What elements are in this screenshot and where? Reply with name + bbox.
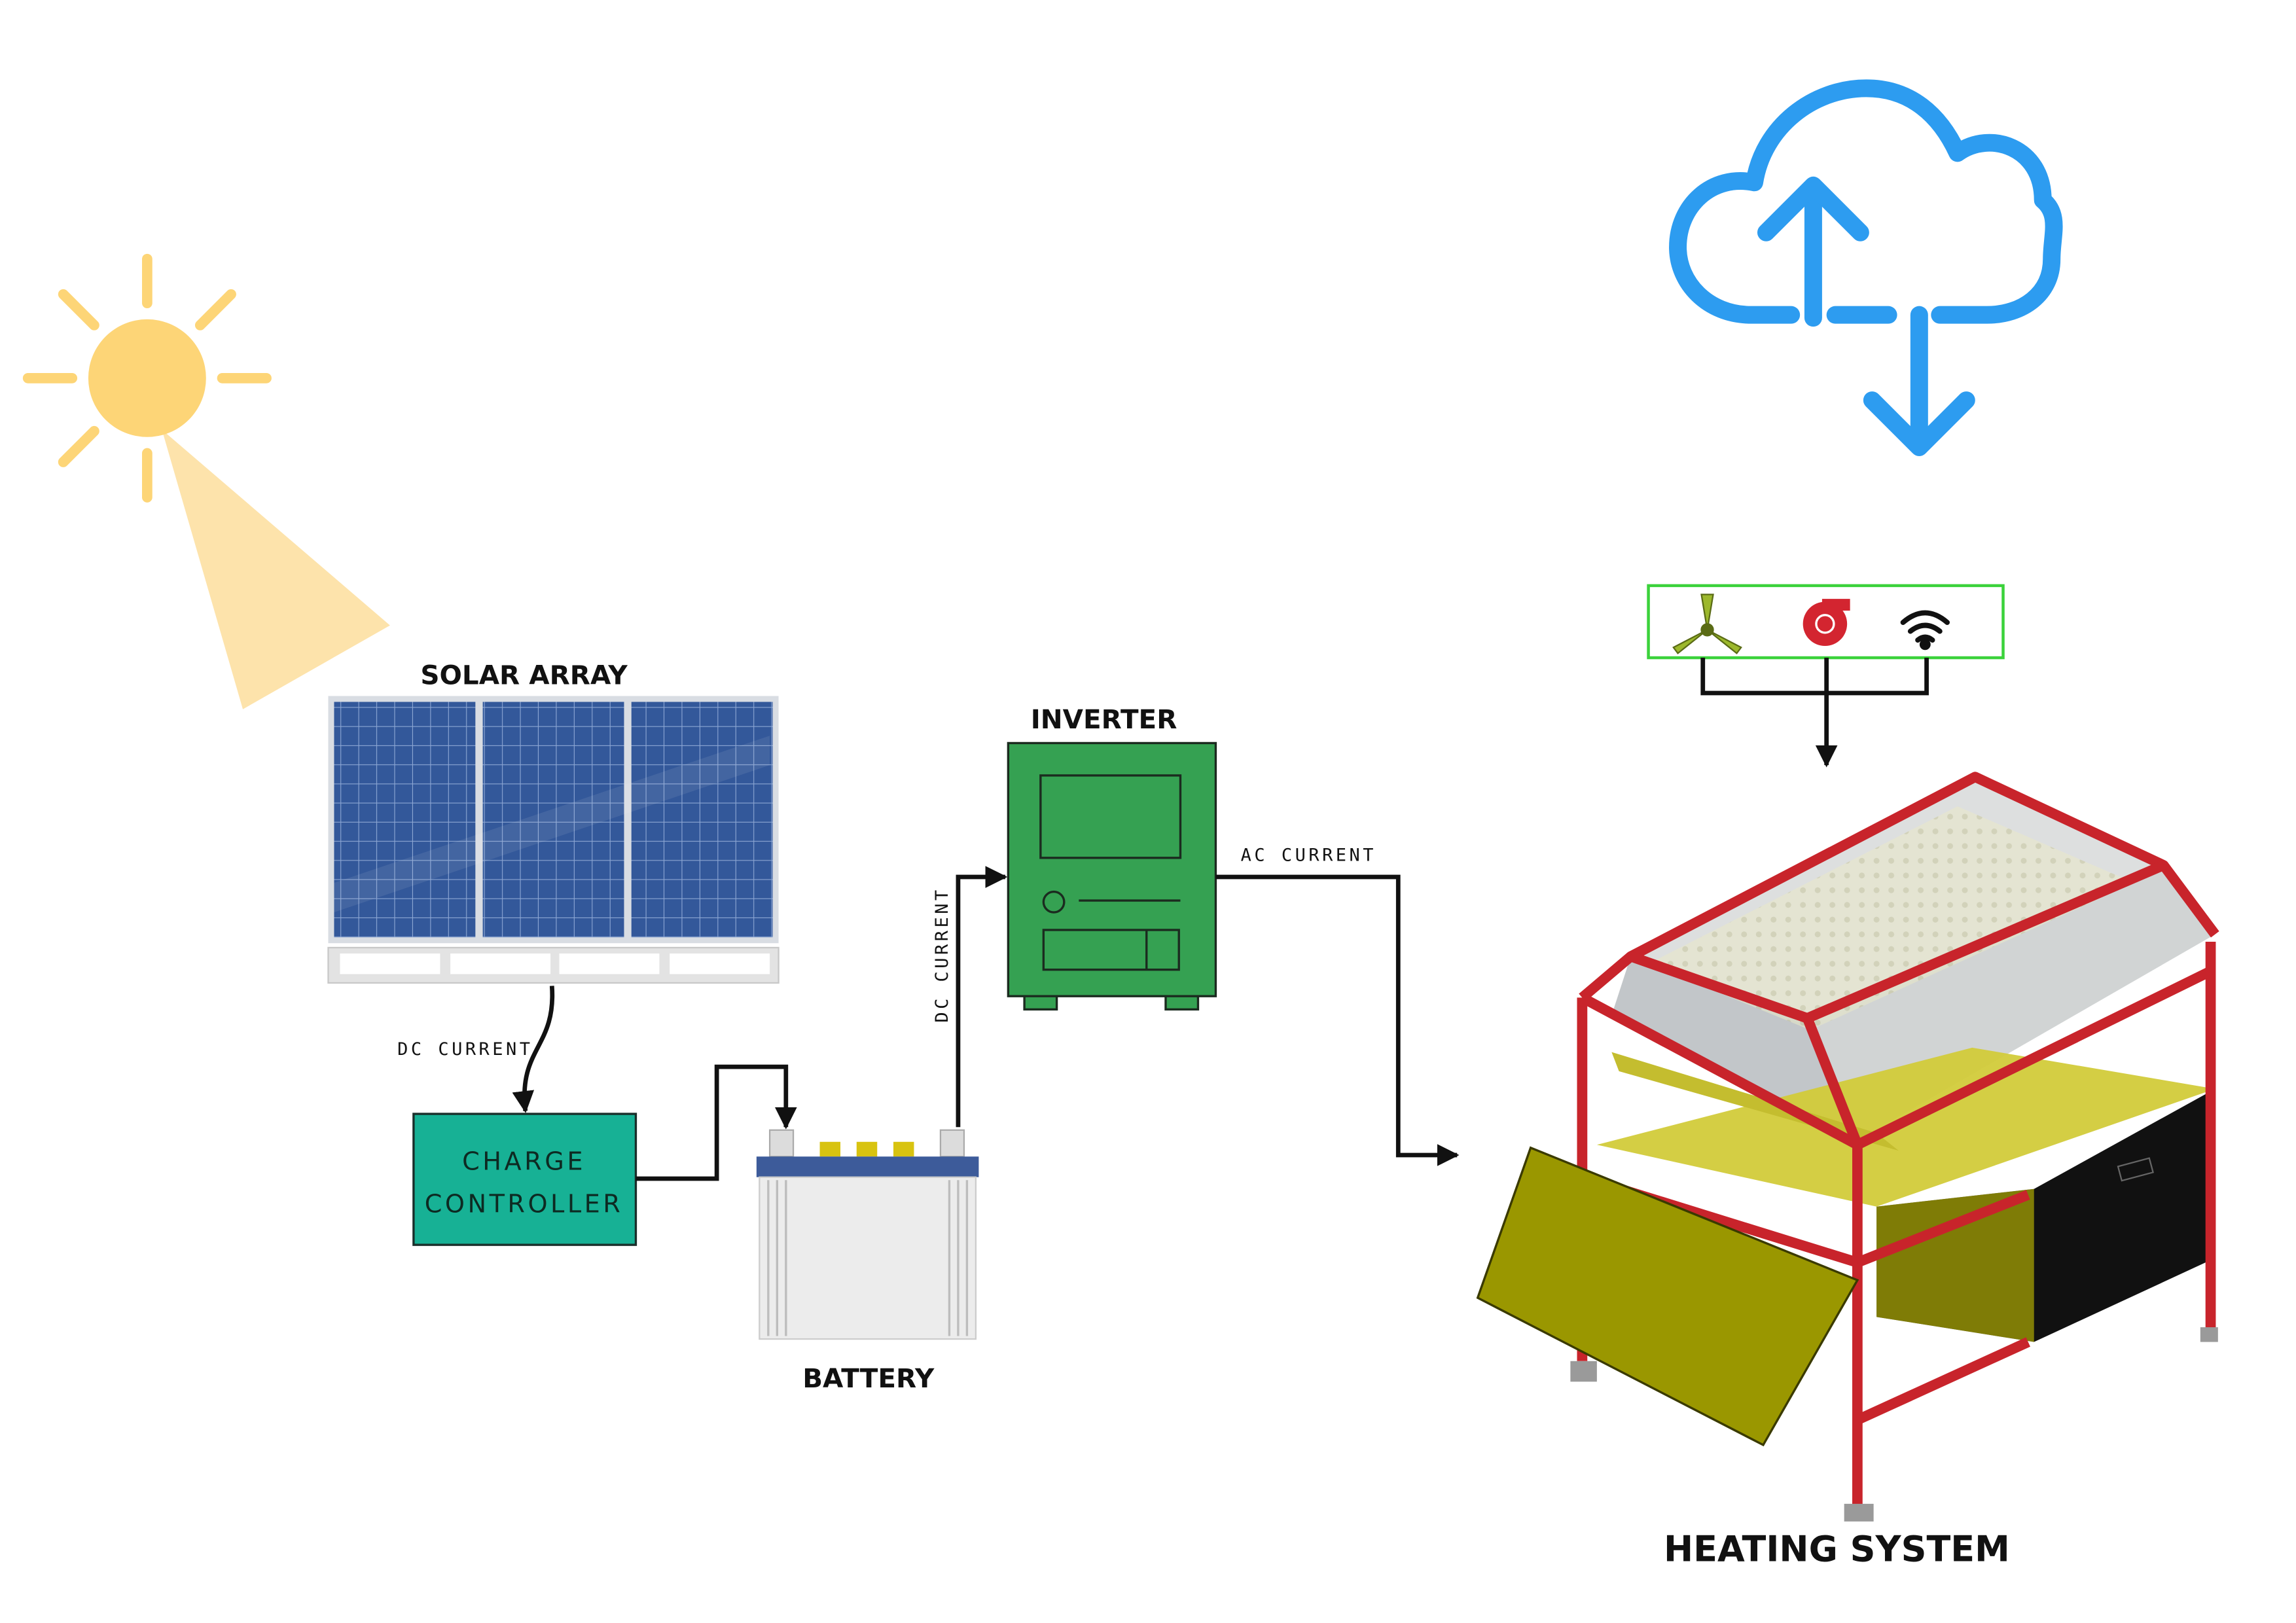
controller-to-battery-wire [636,1064,797,1181]
inverter-label: INVERTER [1031,704,1177,735]
dc-current-solar-label: DC CURRENT [397,1039,533,1060]
inverter-to-heater-wire [1215,874,1460,1166]
wifi-icon [1900,610,1950,651]
battery [756,1129,979,1340]
cloud-sync-icon [1669,79,2063,457]
device-panel [1647,584,2005,660]
blower-icon [1803,599,1850,647]
battery-label: BATTERY [802,1363,935,1394]
charge-controller: CHARGE CONTROLLER [412,1113,637,1246]
battery-to-inverter-wire [956,866,1008,1128]
sun-icon [22,253,390,709]
inverter [1007,741,1217,1011]
panel-bus-wire [1700,658,1929,696]
heating-system-label: HEATING SYSTEM [1664,1529,2010,1570]
solar-array-label: SOLAR ARRAY [420,660,628,691]
charge-controller-label-2: CONTROLLER [425,1190,624,1219]
ac-current-label: AC CURRENT [1241,845,1376,865]
dc-current-battery-label: DC CURRENT [932,887,952,1022]
heating-system [1476,772,2219,1522]
solar-to-controller-wire [512,986,555,1113]
fan-icon [1672,594,1742,654]
charge-controller-label-1: CHARGE [462,1147,586,1176]
solar-array [327,696,780,984]
